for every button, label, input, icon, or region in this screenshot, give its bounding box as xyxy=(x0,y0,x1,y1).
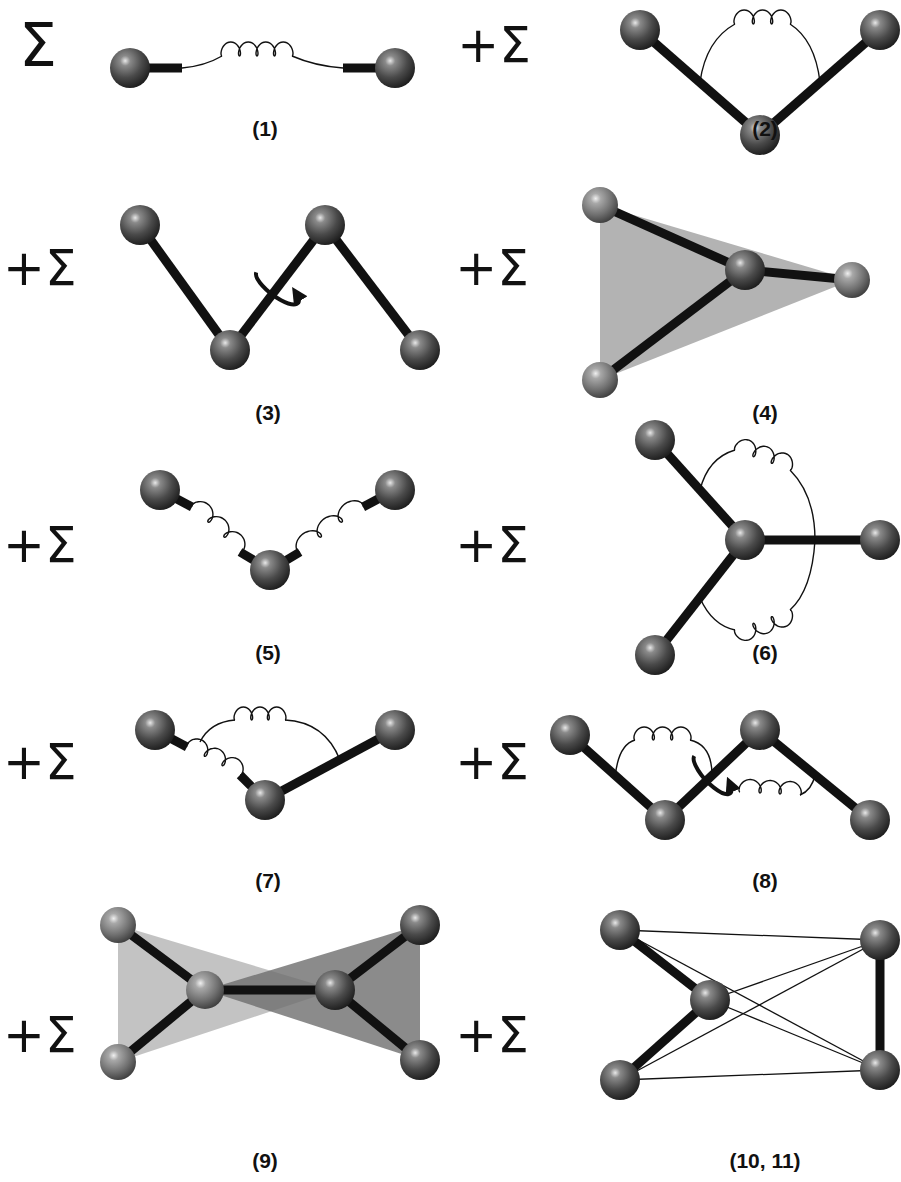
sum-symbol: +Σ xyxy=(3,520,77,570)
improper-plane xyxy=(118,205,852,1062)
sum-symbol: +Σ xyxy=(3,1010,77,1060)
term-number: (5) xyxy=(255,642,281,663)
sum-symbol: +Σ xyxy=(455,1010,529,1060)
sum-symbol: Σ xyxy=(19,15,57,75)
sum-symbol: +Σ xyxy=(457,20,531,70)
bond-stick xyxy=(118,30,880,1080)
sum-symbol: +Σ xyxy=(3,243,77,293)
spring-coil xyxy=(192,502,245,553)
sum-symbol: +Σ xyxy=(3,737,77,787)
nonbonded-line xyxy=(620,930,880,1080)
term-number: (8) xyxy=(752,870,778,891)
term-number: (3) xyxy=(255,402,281,423)
term-number: (10, 11) xyxy=(729,1150,800,1171)
spring-coil xyxy=(296,501,363,552)
term-number: (1) xyxy=(252,118,278,139)
term-number: (9) xyxy=(252,1150,278,1171)
spring-coil xyxy=(187,10,802,795)
spring-coil xyxy=(739,780,801,795)
spring-coil xyxy=(735,440,793,470)
atom-ball xyxy=(100,10,900,1100)
spring-coil xyxy=(735,610,793,640)
term-number: (6) xyxy=(752,642,778,663)
spring-coil xyxy=(234,707,286,720)
spring-coil xyxy=(221,42,293,56)
spring-lead xyxy=(182,24,820,795)
term-number: (7) xyxy=(255,870,281,891)
term-number: (4) xyxy=(752,402,778,423)
sum-symbol: +Σ xyxy=(455,520,529,570)
spring-coil xyxy=(187,739,244,775)
sum-symbol: +Σ xyxy=(455,737,529,787)
term-number: (2) xyxy=(752,118,778,139)
sum-symbol: +Σ xyxy=(455,243,529,293)
torsion-arrow xyxy=(251,267,734,800)
spring-coil xyxy=(634,727,691,740)
spring-coil xyxy=(734,10,791,24)
